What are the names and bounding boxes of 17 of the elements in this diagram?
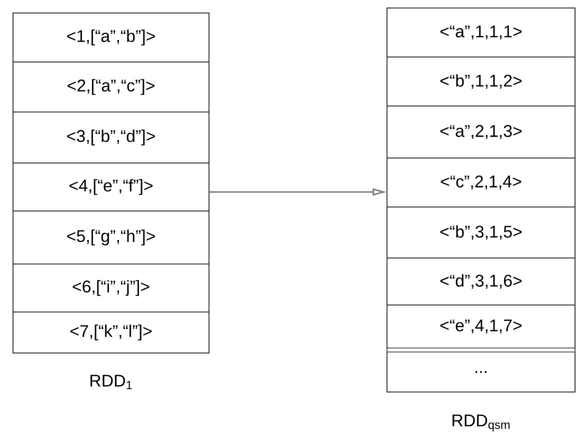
table-cell: <“c”,2,1,4> bbox=[386, 158, 576, 208]
table-cell: ... bbox=[386, 352, 576, 392]
table-cell: <1,[“a”,“b”]> bbox=[12, 12, 210, 62]
table-cell: <6,[“i”,“j”]> bbox=[12, 264, 210, 312]
table-caption: RDD$_{1}$ bbox=[90, 374, 132, 390]
table-caption: RDD$_{qsm}$ bbox=[452, 414, 510, 432]
table-cell: <2,[“a”,“c”]> bbox=[12, 62, 210, 112]
table-cell: <3,[“b”,“d”]> bbox=[12, 112, 210, 164]
table-cell: <“b”,3,1,5> bbox=[386, 206, 576, 258]
table-cell: <“e”,4,1,7> bbox=[386, 304, 576, 348]
table-cell: <4,[“e”,“f”]> bbox=[12, 162, 210, 212]
table-cell: <“b”,1,1,2> bbox=[386, 56, 576, 106]
table-cell: <“d”,3,1,6> bbox=[386, 258, 576, 306]
table-cell: <7,[“k”,“l”]> bbox=[12, 312, 210, 354]
table-cell: <“a”,1,1,1> bbox=[386, 8, 576, 58]
table-cell: <5,[“g”,“h”]> bbox=[12, 210, 210, 264]
table-cell: <“a”,2,1,3> bbox=[386, 106, 576, 158]
